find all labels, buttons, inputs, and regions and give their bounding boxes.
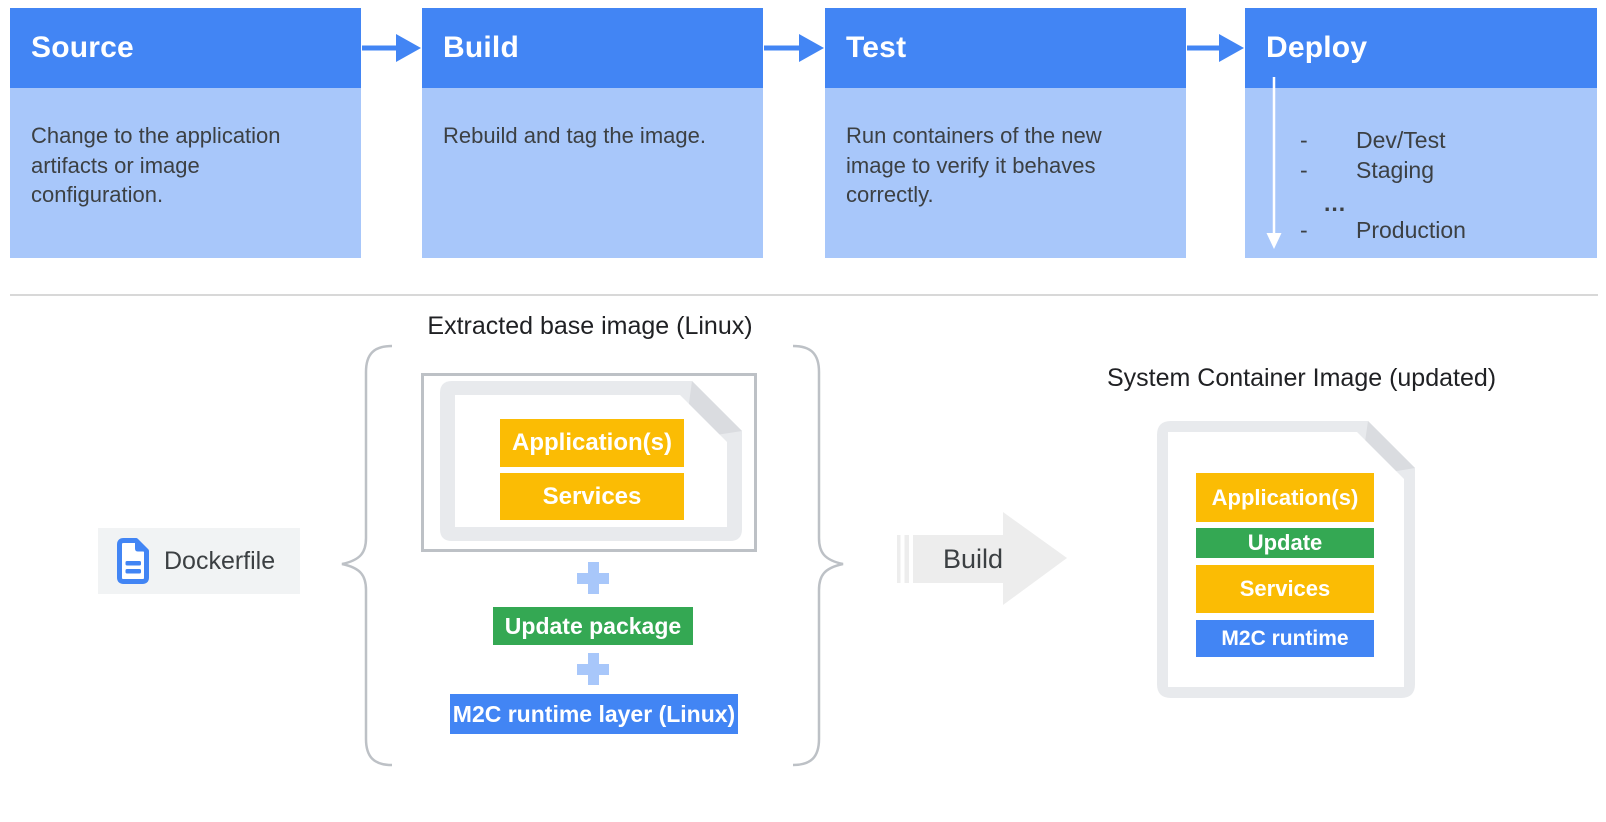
right-brace-icon (792, 344, 844, 767)
result-layer-m2c-runtime: M2C runtime (1196, 620, 1374, 657)
stage-test-title: Test (846, 31, 907, 64)
stage-deploy-header: Deploy (1245, 8, 1597, 88)
plus-icon (577, 562, 609, 594)
dockerfile-icon (117, 538, 149, 584)
stage-source-text: Change to the application artifacts or i… (31, 123, 281, 207)
stage-build-header: Build (422, 8, 763, 88)
stage-test-body: Run containers of the new image to verif… (825, 88, 1186, 258)
deploy-item-label: Staging (1356, 157, 1435, 183)
result-layer-services: Services (1196, 565, 1374, 613)
deploy-item-ellipsis: ... (1245, 188, 1597, 218)
deploy-item-label: Production (1356, 217, 1466, 243)
stage-source-title: Source (31, 31, 134, 64)
stage-build-text: Rebuild and tag the image. (443, 123, 706, 148)
result-layer-applications: Application(s) (1196, 473, 1374, 522)
stage-test: Test Run containers of the new image to … (825, 8, 1186, 258)
arrow-source-to-build-icon (362, 34, 421, 62)
update-package-box: Update package (493, 607, 693, 645)
stage-deploy-body: - Dev/Test - Staging ... - Production (1245, 88, 1597, 258)
arrow-build-to-test-icon (764, 34, 824, 62)
result-layer-update: Update (1196, 528, 1374, 558)
deploy-item-production: - Production (1245, 215, 1597, 245)
m2c-runtime-layer-box: M2C runtime layer (Linux) (450, 694, 738, 734)
deploy-item-bullet: - (1300, 127, 1308, 153)
stage-build-title: Build (443, 31, 519, 64)
stage-build: Build Rebuild and tag the image. (422, 8, 763, 258)
plus-icon (577, 653, 609, 685)
stage-source-body: Change to the application artifacts or i… (10, 88, 361, 258)
deploy-item-label: ... (1324, 190, 1347, 216)
extracted-base-image-title: Extracted base image (Linux) (427, 312, 753, 340)
left-brace-icon (341, 344, 393, 767)
base-layer-applications: Application(s) (500, 419, 684, 467)
stage-build-body: Rebuild and tag the image. (422, 88, 763, 258)
dockerfile-chip: Dockerfile (98, 528, 300, 594)
stage-deploy-title: Deploy (1266, 31, 1368, 64)
stage-deploy: Deploy - Dev/Test - Staging ... - Produc… (1245, 8, 1597, 258)
deploy-item-staging: - Staging (1245, 155, 1597, 185)
deploy-item-dev-test: - Dev/Test (1245, 125, 1597, 155)
stage-source: Source Change to the application artifac… (10, 8, 361, 258)
dockerfile-label: Dockerfile (164, 546, 276, 575)
stage-test-text: Run containers of the new image to verif… (846, 123, 1102, 207)
build-arrow-label: Build (942, 544, 1004, 574)
stage-source-header: Source (10, 8, 361, 88)
deploy-item-label: Dev/Test (1356, 127, 1446, 153)
deploy-item-bullet: - (1300, 217, 1308, 243)
system-container-image-title: System Container Image (updated) (1107, 364, 1497, 392)
stage-test-header: Test (825, 8, 1186, 88)
arrow-test-to-deploy-icon (1187, 34, 1244, 62)
section-divider (10, 294, 1598, 296)
base-layer-services: Services (500, 473, 684, 520)
deploy-item-bullet: - (1300, 157, 1308, 183)
